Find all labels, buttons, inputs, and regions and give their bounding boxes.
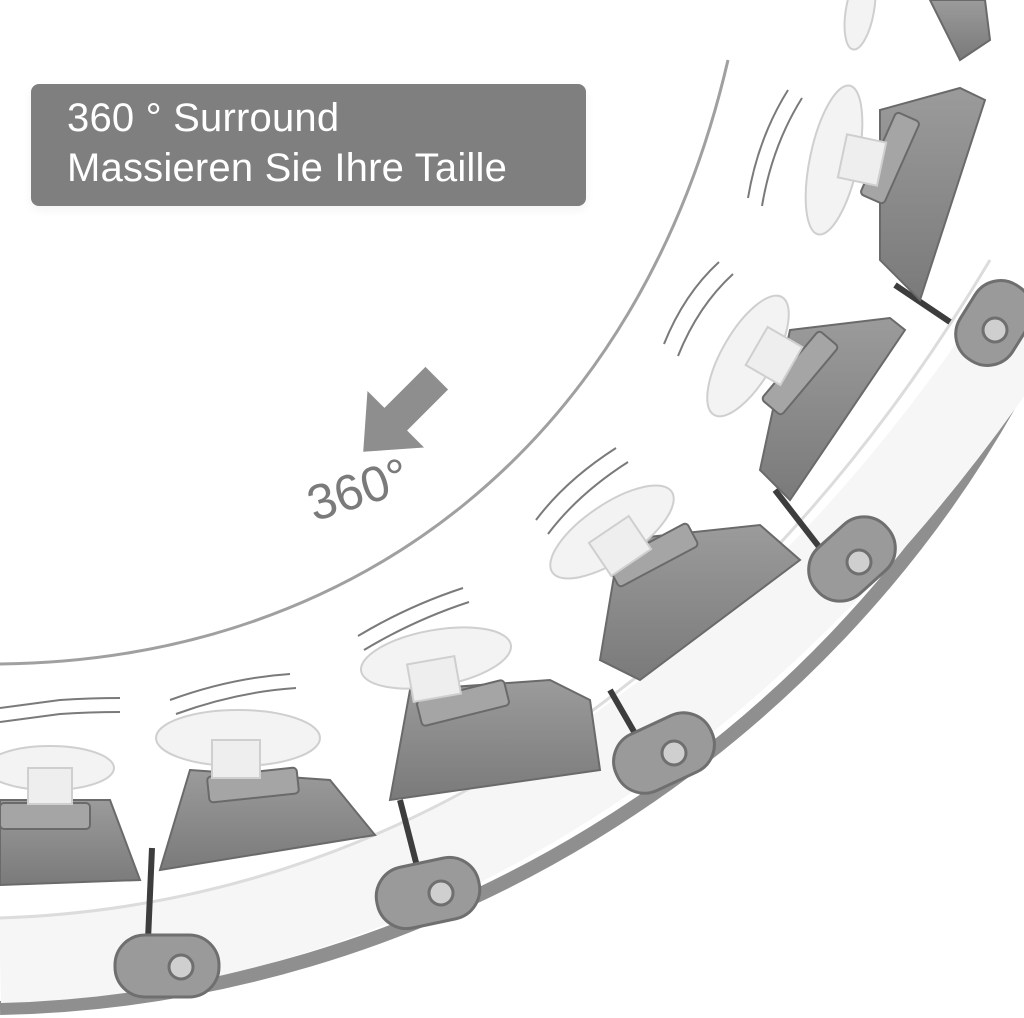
- banner-line-1: 360 ° Surround: [67, 96, 340, 140]
- motion-lines: [0, 89, 803, 723]
- rotation-arc: [0, 59, 730, 666]
- arrow-down-right-icon: [363, 366, 449, 452]
- massage-nubs: [0, 0, 888, 805]
- clip-screws: [167, 316, 1009, 981]
- segment-seams: [145, 282, 952, 941]
- segment-clips: [113, 279, 1024, 999]
- feature-banner: 360 ° Surround Massieren Sie Ihre Taille: [31, 84, 586, 206]
- banner-line-2: Massieren Sie Ihre Taille: [67, 146, 508, 190]
